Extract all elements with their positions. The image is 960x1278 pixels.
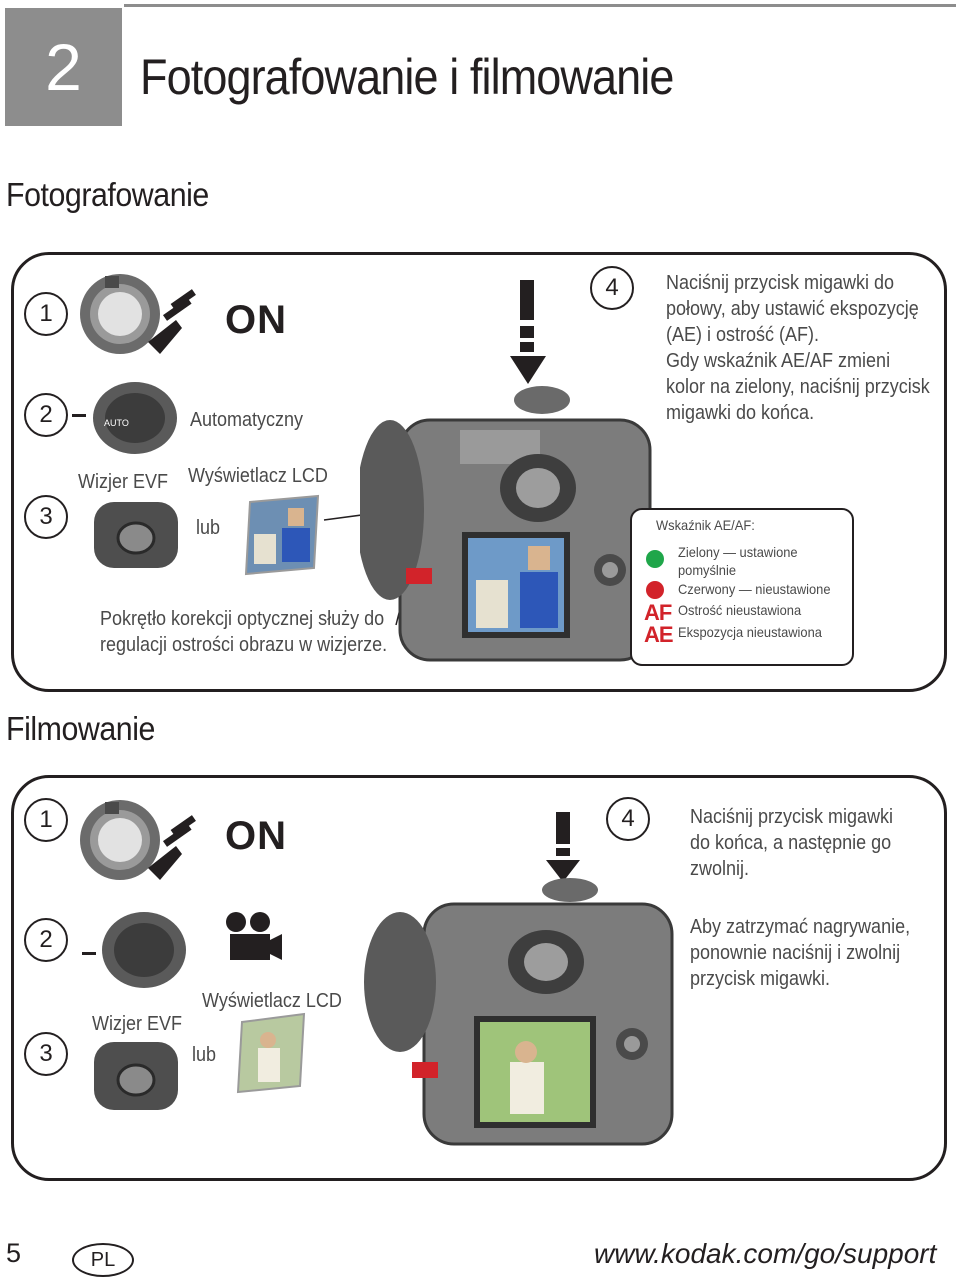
- video-stop-line: Aby zatrzymać nagrywanie,: [690, 916, 911, 938]
- section-title-video: Filmowanie: [6, 710, 155, 747]
- video-step-3-badge: 3: [24, 1032, 68, 1076]
- on-label: ON: [225, 814, 287, 858]
- header-rule: [124, 4, 956, 7]
- video-step4-line: Naciśnij przycisk migawki: [690, 806, 894, 828]
- power-switch-icon: [80, 800, 196, 880]
- camera-back-illustration: [364, 812, 674, 1146]
- on-label: ON: [225, 298, 287, 342]
- red-dot-icon: [646, 581, 664, 599]
- video-step4-instructions: Naciśnij przycisk migawki do końca, a na…: [690, 804, 916, 882]
- step-3-badge: 3: [24, 495, 68, 539]
- video-stop-line: ponownie naciśnij i zwolnij: [690, 942, 901, 964]
- lcd-label: Wyświetlacz LCD: [202, 990, 342, 1012]
- mode-label: Automatyczny: [190, 409, 304, 431]
- lcd-screen-icon: [244, 494, 320, 576]
- step4-line: Gdy wskaźnik AE/AF zmieni: [666, 350, 891, 372]
- evf-eyepiece-icon: [94, 1042, 178, 1110]
- step4-instructions: Naciśnij przycisk migawki do połowy, aby…: [666, 270, 959, 426]
- power-switch-icon: [80, 274, 196, 354]
- video-stop-instructions: Aby zatrzymać nagrywanie, ponownie naciś…: [690, 914, 935, 992]
- section-title-photo: Fotografowanie: [6, 176, 209, 213]
- diopter-note-line1: Pokrętło korekcji optycznej służy do: [100, 608, 385, 630]
- indicator-ae-text: Ekspozycja nieustawiona: [678, 624, 822, 640]
- step4-line: kolor na zielony, naciśnij przycisk: [666, 376, 930, 398]
- video-step-4-badge: 4: [606, 797, 650, 841]
- or-label: lub: [196, 517, 221, 539]
- support-url[interactable]: www.kodak.com/go/support: [594, 1238, 937, 1269]
- step-1-badge: 1: [24, 292, 68, 336]
- chapter-number: 2: [5, 8, 122, 126]
- video-step4-line: do końca, a następnie go: [690, 832, 892, 854]
- indicator-green-line2: pomyślnie: [678, 562, 736, 578]
- step4-line: Naciśnij przycisk migawki do: [666, 272, 895, 294]
- language-badge: PL: [72, 1243, 134, 1277]
- evf-label: Wizjer EVF: [92, 1013, 182, 1035]
- evf-label: Wizjer EVF: [78, 471, 168, 493]
- lcd-label: Wyświetlacz LCD: [188, 465, 328, 487]
- ae-symbol: AE: [644, 622, 674, 647]
- or-label: lub: [192, 1044, 217, 1066]
- photo-steps-panel: [11, 252, 947, 692]
- indicator-red-line: Czerwony — nieustawione: [678, 581, 831, 597]
- video-stop-line: przycisk migawki.: [690, 968, 831, 990]
- indicator-title: Wskaźnik AE/AF:: [656, 517, 755, 533]
- step4-line: (AE) i ostrość (AF).: [666, 324, 820, 346]
- diopter-note-line2: regulacji ostrości obrazu w wizjerze.: [100, 634, 388, 656]
- mode-dial-icon: AUTO: [72, 382, 177, 454]
- step-4-badge: 4: [590, 266, 634, 310]
- evf-eyepiece-icon: [94, 502, 178, 568]
- step4-line: migawki do końca.: [666, 402, 815, 424]
- lcd-screen-icon: [236, 1012, 306, 1094]
- video-steps-panel: [11, 775, 947, 1181]
- mode-dial-icon: [82, 912, 186, 988]
- page-number: 5: [6, 1238, 22, 1268]
- video-step-1-badge: 1: [24, 798, 68, 842]
- video-step4-line: zwolnij.: [690, 858, 750, 880]
- video-step-2-badge: 2: [24, 918, 68, 962]
- video-camera-icon: [226, 912, 282, 960]
- svg-text:AUTO: AUTO: [104, 418, 129, 428]
- chapter-title: Fotografowanie i filmowanie: [140, 49, 674, 105]
- af-symbol: AF: [644, 600, 672, 625]
- indicator-af-text: Ostrość nieustawiona: [678, 602, 802, 618]
- ae-af-indicator-box: Wskaźnik AE/AF: Zielony — ustawione pomy…: [630, 508, 854, 666]
- step-2-badge: 2: [24, 393, 68, 437]
- green-dot-icon: [646, 550, 664, 568]
- camera-back-illustration: [360, 280, 652, 662]
- step4-line: połowy, aby ustawić ekspozycję: [666, 298, 919, 320]
- indicator-green-line1: Zielony — ustawione: [678, 544, 798, 560]
